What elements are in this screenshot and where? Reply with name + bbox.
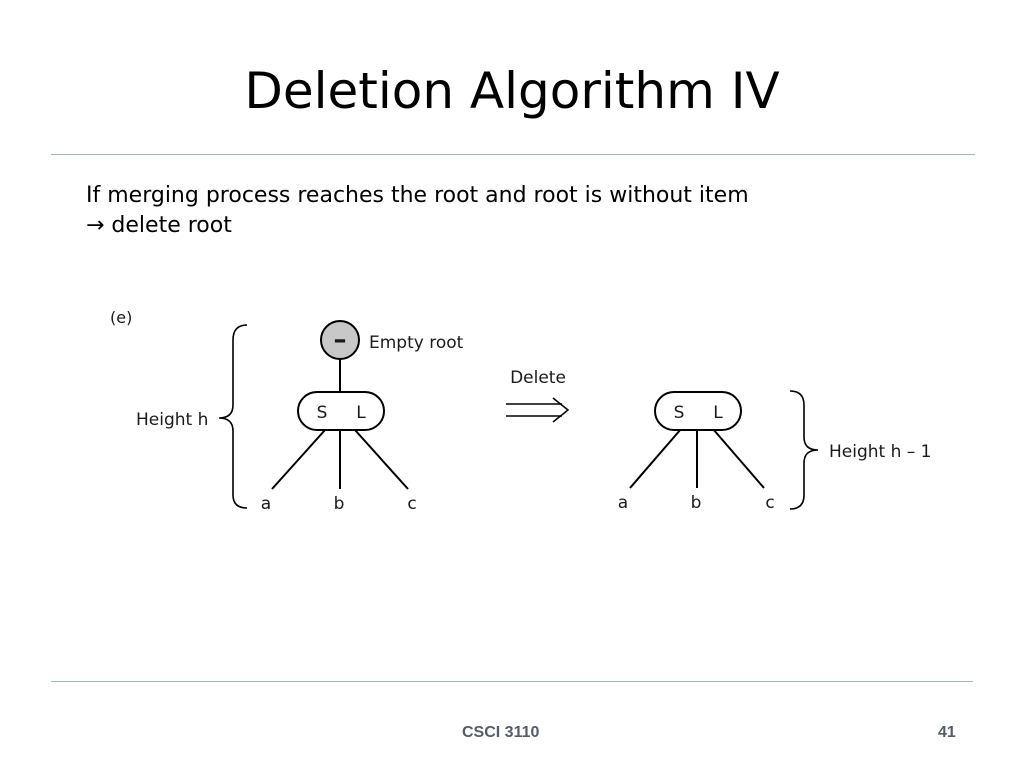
bullet-line-2: → delete root (86, 213, 232, 238)
edge-c (354, 429, 409, 490)
before-height-label: Height h (136, 410, 208, 430)
empty-root-node (320, 320, 360, 360)
key-l: L (356, 403, 366, 423)
child-b: b (334, 494, 345, 514)
footer-divider (51, 681, 973, 682)
before-tree: Height h – Empty root S L a b c (136, 320, 464, 514)
double-arrow-icon (552, 397, 570, 423)
page-number: 41 (938, 724, 956, 741)
empty-root-symbol: – (334, 325, 347, 355)
delete-label: Delete (510, 368, 566, 388)
after-tree: S L a b c Height h – 1 (618, 390, 932, 513)
footer-course: CSCI 3110 (462, 724, 540, 741)
child-a: a (261, 494, 271, 514)
left-height-brace (218, 324, 248, 509)
after-edge-a (629, 428, 682, 489)
bullet-line-1: If merging process reaches the root and … (86, 183, 749, 208)
delete-arrow: Delete (506, 368, 570, 423)
slide-title: Deletion Algorithm IV (244, 62, 780, 120)
after-child-b: b (691, 493, 702, 513)
panel-label: (e) (110, 308, 132, 327)
empty-root-label: Empty root (369, 333, 464, 353)
after-sl-node (654, 391, 742, 431)
after-child-c: c (765, 493, 774, 513)
after-key-s: S (674, 403, 685, 423)
after-edge-c (712, 428, 765, 489)
after-height-label: Height h – 1 (829, 442, 932, 462)
bullet-text: If merging process reaches the root and … (86, 181, 749, 241)
sl-node (297, 391, 385, 431)
title-divider (51, 154, 975, 155)
child-c: c (407, 494, 416, 514)
edge-a (271, 429, 326, 490)
after-child-a: a (618, 493, 628, 513)
right-height-brace (789, 390, 819, 510)
after-key-l: L (713, 403, 723, 423)
key-s: S (317, 403, 328, 423)
